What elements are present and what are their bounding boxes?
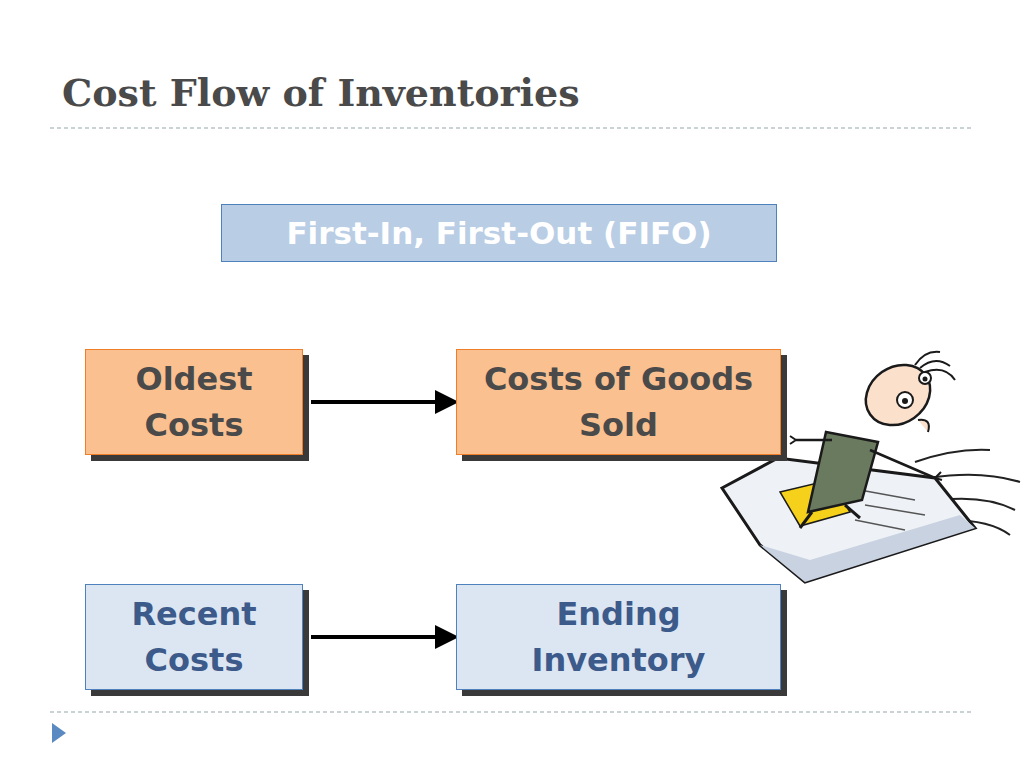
- man-body: [808, 432, 878, 512]
- man-eye: [902, 398, 908, 404]
- divider-line: [50, 711, 972, 713]
- paper-shading: [760, 515, 975, 582]
- man-arms: [796, 440, 935, 478]
- text-stack: Oldest Costs: [94, 356, 294, 449]
- slide-marker: [52, 723, 66, 743]
- cost-box: Recent Costs: [85, 584, 303, 690]
- flow-arrow: [311, 400, 455, 404]
- man-eye: [919, 372, 931, 384]
- slide-title: Cost Flow of Inventories: [62, 70, 580, 115]
- text-stack: First-In, First-Out (FIFO): [286, 211, 711, 256]
- method-banner: First-In, First-Out (FIFO): [221, 204, 777, 262]
- paper-lines: [855, 490, 925, 530]
- box-label: Recent Costs: [94, 591, 294, 684]
- text-stack: Recent Costs: [94, 591, 294, 684]
- text-stack: Costs of Goods Sold: [465, 356, 772, 449]
- result-box: Ending Inventory: [456, 584, 781, 690]
- man-hair: [915, 352, 955, 380]
- man-ear: [918, 420, 929, 432]
- box-label: Ending Inventory: [465, 591, 772, 684]
- result-box: Costs of Goods Sold: [456, 349, 781, 455]
- text-stack: Ending Inventory: [465, 591, 772, 684]
- man-eye: [923, 377, 928, 382]
- man-head: [854, 353, 942, 438]
- man-hands: [790, 436, 942, 480]
- flow-arrow: [311, 635, 455, 639]
- cost-box: Oldest Costs: [85, 349, 303, 455]
- man-eye: [897, 392, 913, 408]
- box-label: Oldest Costs: [94, 356, 294, 449]
- box-label: Costs of Goods Sold: [465, 356, 772, 449]
- divider-line: [50, 127, 972, 129]
- box-label: First-In, First-Out (FIFO): [286, 211, 711, 256]
